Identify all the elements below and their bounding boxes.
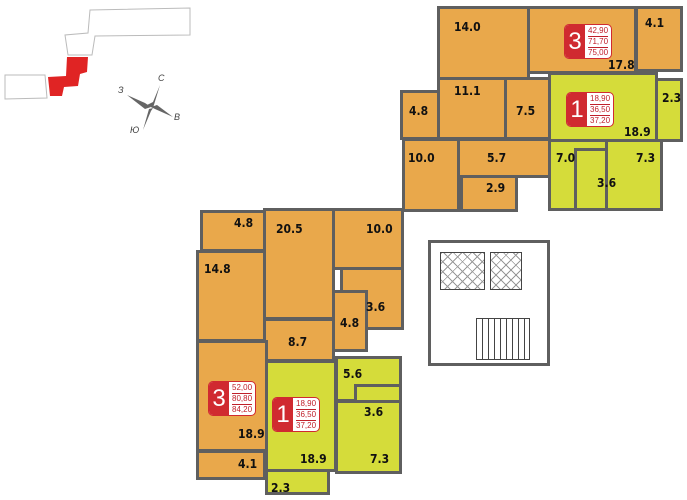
- area-label: 14.8: [204, 262, 231, 276]
- living-area: 42,90: [588, 26, 609, 37]
- total-area: 80,80: [232, 394, 253, 405]
- area-label: 4.8: [409, 104, 429, 118]
- highlighted-section: [48, 57, 88, 96]
- room-10-0: [332, 208, 404, 270]
- area-label: 18.9: [300, 452, 327, 466]
- hall-7-5: [504, 77, 551, 140]
- room-10-0: [402, 138, 460, 212]
- area-label: 10.0: [366, 222, 393, 236]
- area-label: 4.8: [234, 216, 254, 230]
- total-area-balcony: 37,20: [590, 116, 611, 125]
- total-area-balcony: 75,00: [588, 48, 609, 57]
- area-label: 20.5: [276, 222, 303, 236]
- room-count: 3: [565, 25, 585, 58]
- balcony-4-8: [200, 210, 266, 252]
- hall-4-8: [332, 290, 368, 352]
- room-17-8: [527, 6, 637, 74]
- hall-7-3: [605, 139, 663, 211]
- area-label: 7.5: [516, 104, 536, 118]
- area-label: 4.1: [645, 16, 665, 30]
- compass-north: С: [158, 73, 165, 83]
- area-label: 3.6: [597, 176, 617, 190]
- compass-south: Ю: [130, 125, 140, 135]
- area-label: 2.3: [271, 481, 291, 495]
- total-area: 36,50: [296, 410, 317, 421]
- room-count: 3: [209, 382, 229, 415]
- area-label: 11.1: [454, 84, 481, 98]
- living-area: 52,00: [232, 383, 253, 394]
- area-label: 5.7: [487, 151, 507, 165]
- total-area-balcony: 37,20: [296, 421, 317, 430]
- area-label: 3.6: [366, 300, 386, 314]
- balcony-4-8: [400, 90, 440, 140]
- kitchen-7-3: [335, 400, 402, 474]
- area-label: 7.3: [636, 151, 656, 165]
- compass-icon: [127, 85, 173, 130]
- area-label: 4.8: [340, 316, 360, 330]
- room-14-8: [196, 250, 266, 342]
- total-area: 71,70: [588, 37, 609, 48]
- compass-west: З: [118, 85, 124, 95]
- balcony-2-3: [655, 78, 683, 142]
- room-count: 1: [567, 93, 587, 126]
- room-14-0: [437, 6, 530, 80]
- area-label: 5.6: [343, 367, 363, 381]
- elevator-2: [490, 252, 522, 290]
- compass-east: В: [174, 112, 181, 122]
- area-label: 14.0: [454, 20, 481, 34]
- area-label: 18.9: [238, 427, 265, 441]
- balcony-4-1: [196, 450, 266, 480]
- area-label: 18.9: [624, 125, 651, 139]
- total-area: 36,50: [590, 105, 611, 116]
- area-label: 7.3: [370, 452, 390, 466]
- living-area: 18,90: [590, 94, 611, 105]
- area-label: 17.8: [608, 58, 635, 72]
- total-area-balcony: 84,20: [232, 405, 253, 414]
- balcony-4-1: [635, 6, 683, 72]
- area-label: 2.3: [662, 91, 682, 105]
- living-area: 18,90: [296, 399, 317, 410]
- balcony-2-3: [265, 469, 330, 495]
- area-label: 3.6: [364, 405, 384, 419]
- room-count: 1: [273, 398, 293, 431]
- area-label: 8.7: [288, 335, 308, 349]
- area-label: 4.1: [238, 457, 258, 471]
- bathroom-2-9: [460, 175, 518, 212]
- area-label: 2.9: [486, 181, 506, 195]
- area-label: 7.0: [556, 151, 576, 165]
- staircase: [476, 318, 530, 360]
- elevator-1: [440, 252, 485, 290]
- building-key-map: [4, 7, 191, 100]
- area-label: 10.0: [408, 151, 435, 165]
